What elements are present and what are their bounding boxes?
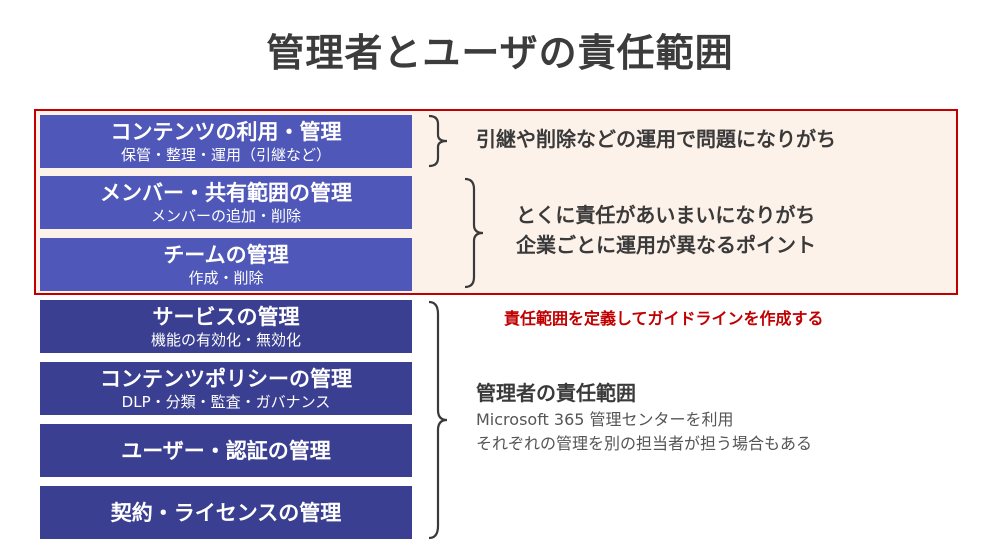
box-user-auth: ユーザー・認証の管理	[40, 424, 412, 477]
box-title: メンバー・共有範囲の管理	[100, 180, 352, 205]
note-ambiguous-line2: 企業ごとに運用が異なるポイント	[516, 233, 816, 257]
brace-middle	[464, 177, 484, 289]
box-subtitle: DLP・分類・監査・ガバナンス	[121, 392, 331, 411]
box-service-management: サービスの管理 機能の有効化・無効化	[40, 300, 412, 353]
note-ambiguous-line1: とくに責任があいまいになりがち	[516, 203, 816, 227]
box-subtitle: 機能の有効化・無効化	[150, 330, 301, 349]
box-title: サービスの管理	[152, 304, 300, 329]
page-title: 管理者とユーザの責任範囲	[266, 31, 734, 75]
admin-sub-line1: Microsoft 365 管理センターを利用	[476, 410, 734, 429]
box-subtitle: メンバーの追加・削除	[150, 206, 301, 225]
box-title: チームの管理	[163, 242, 289, 267]
guideline-note: 責任範囲を定義してガイドラインを作成する	[504, 309, 824, 328]
box-title: コンテンツの利用・管理	[110, 119, 342, 144]
box-member-sharing: メンバー・共有範囲の管理 メンバーの追加・削除	[40, 176, 412, 229]
admin-heading: 管理者の責任範囲	[476, 381, 636, 405]
box-content-policy: コンテンツポリシーの管理 DLP・分類・監査・ガバナンス	[40, 362, 412, 415]
brace-admin	[428, 300, 448, 540]
box-contract-license: 契約・ライセンスの管理	[40, 486, 412, 539]
note-handover-issue: 引継や削除などの運用で問題になりがち	[476, 127, 836, 151]
box-subtitle: 保管・整理・運用（引継など）	[120, 145, 331, 164]
admin-sub-line2: それぞれの管理を別の担当者が担う場合もある	[476, 434, 813, 453]
box-title: コンテンツポリシーの管理	[100, 366, 352, 391]
box-subtitle: 作成・削除	[188, 268, 264, 287]
box-title: 契約・ライセンスの管理	[110, 500, 342, 525]
box-content-usage: コンテンツの利用・管理 保管・整理・運用（引継など）	[40, 115, 412, 168]
brace-top	[428, 114, 448, 168]
box-team-management: チームの管理 作成・削除	[40, 238, 412, 291]
box-title: ユーザー・認証の管理	[121, 438, 331, 463]
